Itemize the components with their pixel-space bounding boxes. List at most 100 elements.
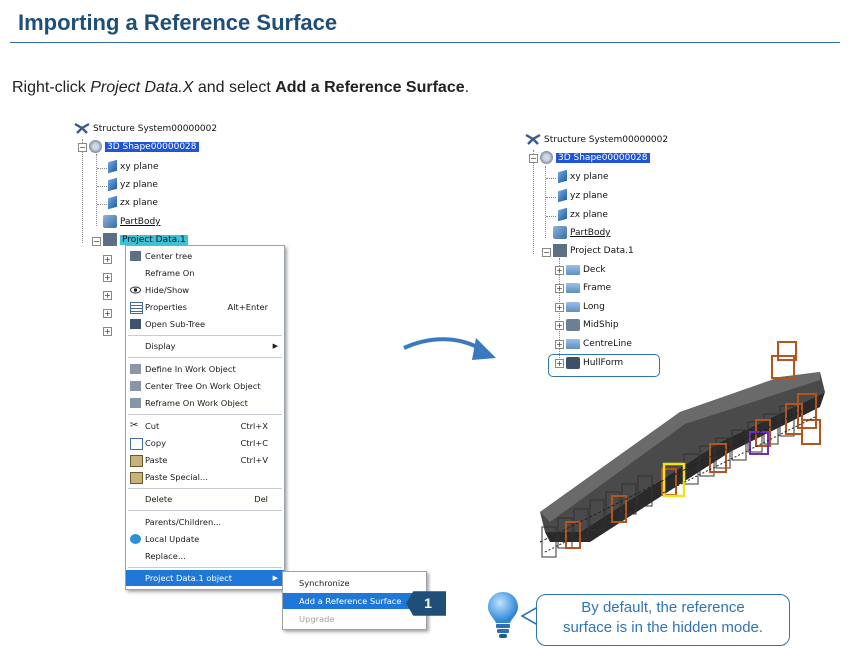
tree-node-label: zx plane (570, 210, 608, 220)
tree-connector (546, 178, 556, 179)
menu-item-open-sub-tree[interactable]: Open Sub-Tree (126, 316, 284, 332)
menu-item-project-data-object[interactable]: Project Data.1 object ▶ (126, 570, 284, 586)
menu-item-label: Local Update (145, 534, 200, 544)
tree-node-long[interactable]: Long (566, 299, 605, 315)
menu-item-shortcut: Alt+Enter (227, 302, 268, 312)
collapse-toggle[interactable]: − (78, 143, 87, 152)
tree-node-project-data[interactable]: Project Data.1 (103, 232, 188, 248)
collapse-toggle[interactable]: − (542, 248, 551, 257)
menu-item-hide-show[interactable]: Hide/Show (126, 282, 284, 298)
tree-node-centreline[interactable]: CentreLine (566, 336, 632, 352)
menu-item-label: Reframe On Work Object (145, 398, 248, 408)
callout-line-1: By default, the reference (581, 599, 745, 616)
menu-item-center-tree-on-work-object[interactable]: Center Tree On Work Object (126, 378, 284, 394)
tree-node-structure-system[interactable]: Structure System00000002 (74, 121, 217, 137)
tree-node-label: Frame (583, 283, 612, 293)
tree-connector (533, 150, 534, 254)
submenu-arrow-icon: ▶ (272, 342, 278, 350)
scissors-icon: ✂ (130, 420, 139, 431)
menu-item-define-in-work-object[interactable]: Define In Work Object (126, 361, 284, 377)
menu-item-display[interactable]: Display▶ (126, 338, 284, 354)
expand-toggle[interactable]: + (103, 327, 112, 336)
tree-node-partbody[interactable]: PartBody (553, 225, 611, 241)
tree-node-xy-plane[interactable]: xy plane (108, 159, 158, 175)
tree-node-label: Structure System00000002 (93, 124, 218, 134)
tree-node-3d-shape[interactable]: 3D Shape00000028 (89, 139, 199, 155)
tree-node-yz-plane[interactable]: yz plane (558, 188, 608, 204)
tree-node-zx-plane[interactable]: zx plane (108, 195, 158, 211)
menu-item-center-tree[interactable]: Center tree (126, 248, 284, 264)
tree-connector (97, 168, 107, 169)
tree-node-3d-shape[interactable]: 3D Shape00000028 (540, 150, 650, 166)
menu-item-local-update[interactable]: Local Update (126, 531, 284, 547)
collapse-toggle[interactable]: − (92, 237, 101, 246)
tree-node-label: PartBody (120, 217, 161, 227)
callout-line-2: surface is in the hidden mode. (562, 619, 764, 636)
tree-connector (546, 197, 556, 198)
expand-toggle[interactable]: + (555, 303, 564, 312)
menu-item-paste-special[interactable]: Paste Special... (126, 469, 284, 485)
menu-item-synchronize[interactable]: Synchronize (299, 578, 350, 588)
tree-node-structure-system[interactable]: Structure System00000002 (525, 132, 668, 148)
tree-node-label: yz plane (570, 191, 608, 201)
project-data-icon (553, 244, 567, 257)
expand-toggle[interactable]: + (555, 266, 564, 275)
tree-node-label: Deck (583, 265, 606, 275)
tree-node-frame[interactable]: Frame (566, 280, 611, 296)
menu-item-shortcut: Ctrl+X (240, 421, 268, 431)
menu-item-add-reference-surface[interactable]: Add a Reference Surface (283, 593, 426, 609)
menu-item-label: Project Data.1 object (145, 573, 232, 583)
collapse-toggle[interactable]: − (529, 154, 538, 163)
menu-separator (128, 510, 282, 511)
expand-toggle[interactable]: + (103, 309, 112, 318)
structure-system-icon (74, 122, 90, 134)
menu-item-parents-children[interactable]: Parents/Children... (126, 514, 284, 530)
menu-item-reframe-on[interactable]: Reframe On (126, 265, 284, 281)
expand-toggle[interactable]: + (555, 359, 564, 368)
plane-icon (558, 207, 567, 222)
folder-icon (566, 282, 580, 293)
tree-node-zx-plane[interactable]: zx plane (558, 207, 608, 223)
tree-node-label: xy plane (120, 162, 159, 172)
menu-item-upgrade: Upgrade (299, 614, 335, 624)
menu-item-label: Hide/Show (145, 285, 190, 295)
eye-icon (130, 286, 141, 294)
expand-toggle[interactable]: + (103, 291, 112, 300)
menu-item-reframe-on-work-object[interactable]: Reframe On Work Object (126, 395, 284, 411)
transition-arrow-icon (403, 337, 496, 360)
expand-toggle[interactable]: + (555, 321, 564, 330)
structure-system-icon (525, 133, 541, 145)
tree-node-partbody[interactable]: PartBody (103, 214, 161, 230)
context-menu: Center tree Reframe On Hide/Show Propert… (125, 245, 285, 590)
instruction-prefix: Right-click (12, 79, 91, 96)
submenu-arrow-icon: ▶ (272, 574, 278, 582)
menu-separator (128, 414, 282, 415)
tree-node-label: xy plane (570, 172, 609, 182)
menu-item-label: Define In Work Object (145, 364, 236, 374)
instruction-action: Add a Reference Surface (275, 79, 465, 96)
tree-node-deck[interactable]: Deck (566, 262, 606, 278)
expand-toggle[interactable]: + (103, 255, 112, 264)
tree-node-label: PartBody (570, 228, 611, 238)
menu-item-shortcut: Del (254, 494, 268, 504)
menu-item-replace[interactable]: Replace... (126, 548, 284, 564)
tree-node-label: Project Data.1 (120, 235, 188, 245)
expand-toggle[interactable]: + (103, 273, 112, 282)
hullform-icon (566, 356, 580, 369)
tree-node-yz-plane[interactable]: yz plane (108, 177, 158, 193)
menu-item-shortcut: Ctrl+V (240, 455, 268, 465)
tree-node-xy-plane[interactable]: xy plane (558, 169, 608, 185)
tree-node-midship[interactable]: MidShip (566, 317, 619, 333)
tree-connector (97, 186, 107, 187)
tree-node-hullform[interactable]: HullForm (566, 355, 623, 371)
tree-connector (545, 166, 546, 238)
expand-toggle[interactable]: + (555, 340, 564, 349)
menu-item-label: Parents/Children... (145, 517, 222, 527)
tree-node-project-data[interactable]: Project Data.1 (553, 243, 634, 259)
expand-toggle[interactable]: + (555, 284, 564, 293)
